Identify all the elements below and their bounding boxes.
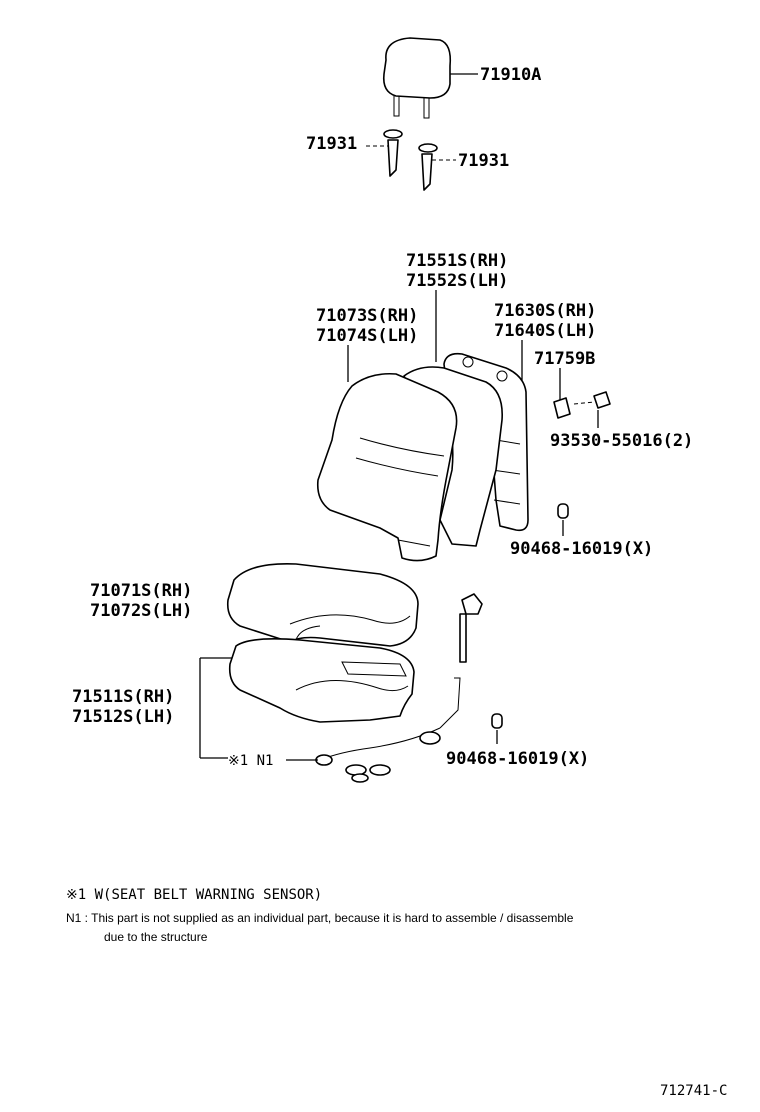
label-cushion-pad-lh: 71512S(LH) bbox=[72, 707, 174, 727]
clip-lower bbox=[491, 713, 503, 729]
headrest-support-right bbox=[418, 143, 438, 191]
note-n1-line1: N1 : This part is not supplied as an ind… bbox=[66, 911, 574, 925]
label-back-cover-lh: 71552S(LH) bbox=[406, 271, 508, 291]
headrest bbox=[382, 37, 452, 119]
seat-back-cover bbox=[316, 372, 458, 562]
label-cushion-pad-rh: 71511S(RH) bbox=[72, 687, 174, 707]
label-71759: 71759B bbox=[534, 349, 595, 369]
seat-cushion-cover bbox=[226, 563, 419, 647]
label-support-left: 71931 bbox=[306, 134, 357, 154]
label-frame-lh: 71640S(LH) bbox=[494, 321, 596, 341]
label-screw: 93530-55016(2) bbox=[550, 431, 693, 451]
label-cushion-cover-lh: 71072S(LH) bbox=[90, 601, 192, 621]
note-seat-belt-sensor: ※1 W(SEAT BELT WARNING SENSOR) bbox=[66, 887, 322, 903]
label-support-right: 71931 bbox=[458, 151, 509, 171]
label-cushion-cover-rh: 71071S(RH) bbox=[90, 581, 192, 601]
seat-belt-warning-sensor bbox=[315, 593, 483, 783]
label-clip-lower: 90468-16019(X) bbox=[446, 749, 589, 769]
label-back-cover-rh: 71551S(RH) bbox=[406, 251, 508, 271]
headrest-support-left bbox=[383, 129, 403, 177]
label-back-pad-rh: 71073S(RH) bbox=[316, 306, 418, 326]
part-71759-clip bbox=[553, 397, 571, 419]
diagram-code: 712741-C bbox=[660, 1083, 727, 1099]
label-clip-upper: 90468-16019(X) bbox=[510, 539, 653, 559]
seat-cushion-pad bbox=[228, 638, 415, 723]
clip-upper bbox=[557, 503, 569, 519]
label-frame-rh: 71630S(RH) bbox=[494, 301, 596, 321]
note-n1-line2: due to the structure bbox=[104, 930, 208, 944]
label-back-pad-lh: 71074S(LH) bbox=[316, 326, 418, 346]
screw bbox=[573, 391, 611, 409]
label-sensor-ref: ※1 N1 bbox=[228, 753, 273, 769]
label-headrest: 71910A bbox=[480, 65, 541, 85]
